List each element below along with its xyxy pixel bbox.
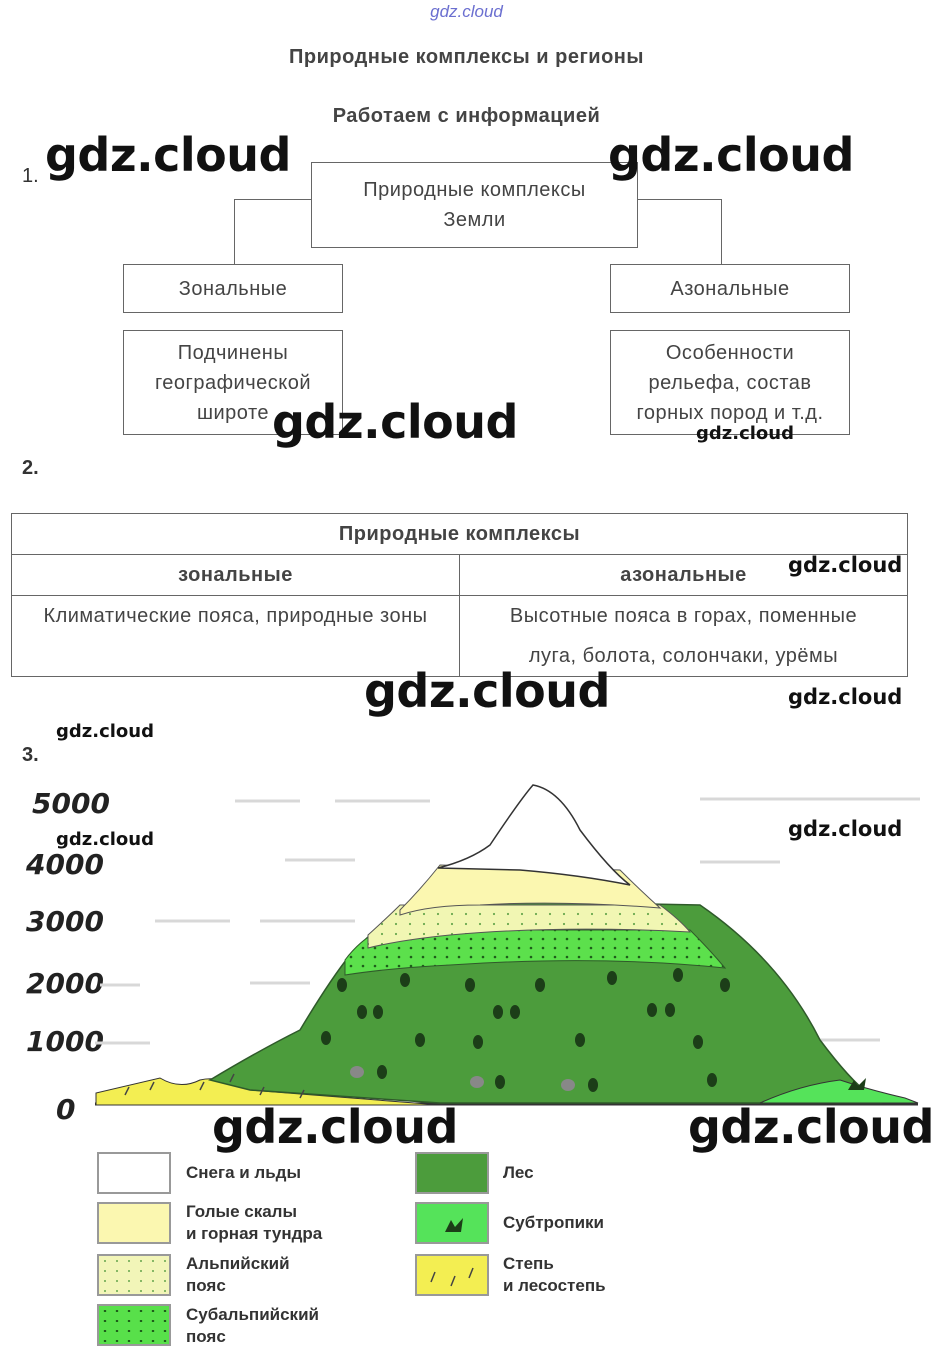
legend-swatch-rocks [97, 1202, 171, 1244]
watermark: gdz.cloud [608, 128, 854, 182]
azonal-desc-line-1: Особенности [665, 341, 795, 364]
cell-azonal-line-1: Высотные пояса в горах, поменные [509, 605, 858, 627]
task-2-number: 2. [22, 457, 39, 479]
zonal-desc-box: Подчинены географической широте [123, 330, 343, 435]
cell-azonal: Высотные пояса в горах, поменные луга, б… [459, 595, 908, 677]
y-tick-2000: 2000 [26, 967, 104, 1000]
root-line-1: Природные комплексы [363, 179, 586, 201]
legend-swatch-steppe [415, 1254, 489, 1296]
y-tick-0: 0 [56, 1093, 76, 1126]
zonal-label: Зональные [178, 277, 288, 300]
azonal-label: Азональные [670, 277, 790, 300]
watermark: gdz.cloud [212, 1100, 458, 1154]
legend-label-forest: Лес [503, 1163, 534, 1182]
root-line-2: Земли [443, 209, 506, 231]
watermark: gdz.cloud [272, 395, 518, 449]
watermark: gdz.cloud [788, 817, 903, 841]
watermark: gdz.cloud [56, 829, 154, 850]
legend-swatch-subalpine [97, 1304, 171, 1346]
legend-swatch-snow [97, 1152, 171, 1194]
task-1-number: 1. [22, 165, 39, 187]
legend-label-snow: Снега и льды [186, 1163, 301, 1182]
watermark: gdz.cloud [364, 664, 610, 718]
section-subtitle: Работаем с информацией [332, 105, 601, 127]
watermark: gdz.cloud [788, 685, 903, 709]
zonal-box: Зональные [123, 264, 343, 313]
y-tick-1000: 1000 [26, 1025, 104, 1058]
watermark: gdz.cloud [56, 721, 154, 742]
azonal-desc-box: Особенности рельефа, состав горных пород… [610, 330, 850, 435]
y-tick-5000: 5000 [32, 787, 110, 820]
complexes-table: Природные комплексы зональные азональные… [11, 513, 908, 677]
azonal-desc-line-2: рельефа, состав [648, 371, 812, 394]
connector [234, 199, 235, 265]
zonal-desc-line-3: широте [196, 401, 270, 424]
root-box: Природные комплексы Земли [311, 162, 638, 248]
palm-icon [445, 1218, 463, 1232]
column-header-azonal: азональные [459, 554, 908, 596]
legend-swatch-alpine [97, 1254, 171, 1296]
watermark: gdz.cloud [788, 553, 903, 577]
legend-label-subtropics: Субтропики [503, 1213, 605, 1232]
azonal-box: Азональные [610, 264, 850, 313]
watermark: gdz.cloud [688, 1100, 933, 1154]
legend-swatch-subtropics [415, 1202, 489, 1244]
mountain-diagram [95, 784, 920, 1106]
cell-zonal: Климатические пояса, природные зоны [11, 595, 460, 677]
legend-swatch-forest [415, 1152, 489, 1194]
connector [721, 199, 722, 265]
page-title: Природные комплексы и регионы [289, 46, 644, 68]
azonal-desc-line-3: горных пород и т.д. [636, 401, 824, 424]
connector [637, 199, 721, 200]
grass-icon [430, 1267, 474, 1287]
zonal-desc-line-1: Подчинены [177, 341, 289, 364]
top-watermark: gdz.cloud [430, 2, 503, 21]
zonal-desc-line-2: географической [154, 371, 312, 394]
task-3-number: 3. [22, 744, 39, 766]
cell-azonal-line-2: луга, болота, солончаки, урёмы [528, 645, 839, 667]
table-title: Природные комплексы [11, 513, 908, 555]
column-header-zonal: зональные [11, 554, 460, 596]
watermark: gdz.cloud [45, 128, 291, 182]
y-tick-3000: 3000 [26, 905, 104, 938]
watermark: gdz.cloud [696, 423, 794, 444]
y-tick-4000: 4000 [26, 848, 104, 881]
connector [234, 199, 312, 200]
